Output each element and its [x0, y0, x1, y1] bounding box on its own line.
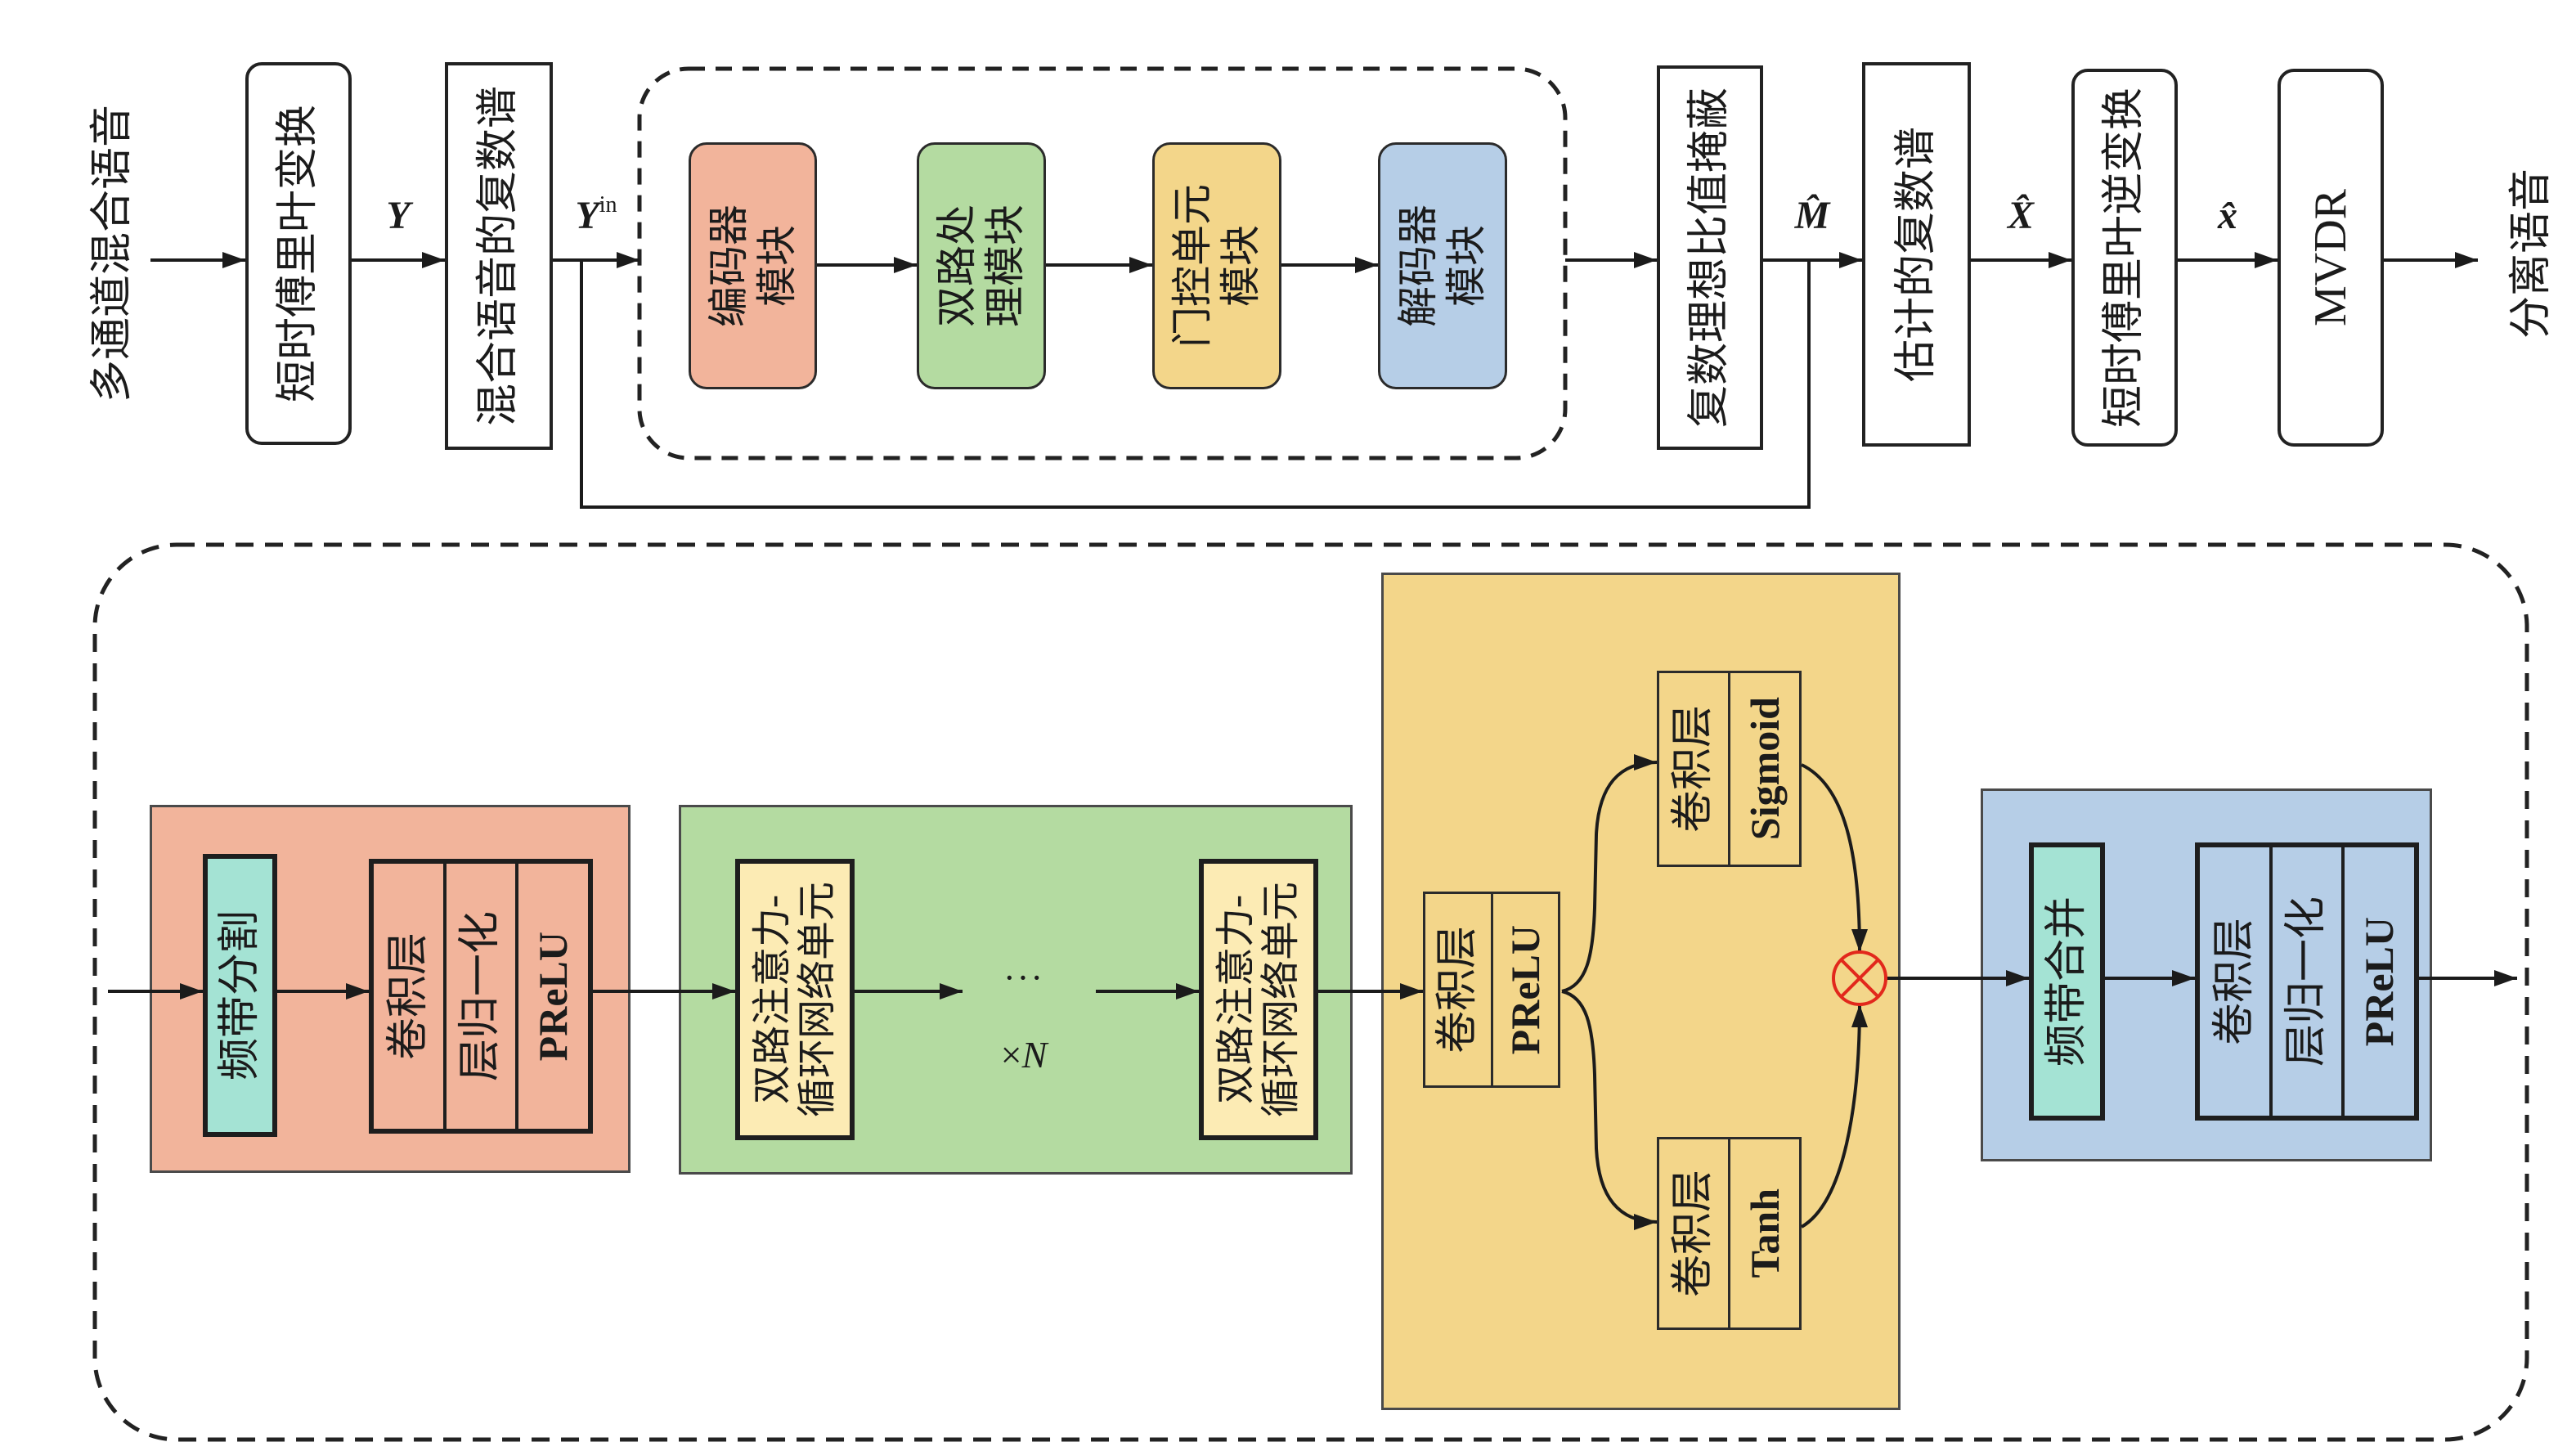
decoder-module-box: 解码器 模块	[1378, 142, 1507, 389]
encoder-module-box: 编码器 模块	[689, 142, 817, 389]
detail-dashed-frame	[92, 542, 2529, 1442]
ellipsis: ···	[1003, 958, 1044, 998]
mvdr-box: MVDR	[2278, 69, 2384, 447]
multiply-circle	[1832, 950, 1887, 1006]
curve-tanh-to-multiply	[1800, 1004, 1868, 1229]
y-in-superscript: in	[599, 192, 617, 218]
brace-upper-branch	[1561, 754, 1658, 993]
encoder-layernorm-cell: 层归一化	[442, 864, 516, 1129]
dual-path-module-box: 双路处 理模块	[917, 142, 1046, 389]
estimated-spectrum-box: 估计的复数谱	[1862, 62, 1971, 447]
repeat-count: ×N	[975, 1029, 1073, 1081]
gate-tanh-branch: 卷积层 Tanh	[1657, 1137, 1802, 1330]
istft-box: 短时傅里叶逆变换	[2071, 69, 2178, 447]
x-hat-label: X̂	[2007, 194, 2034, 237]
mask-box: 复数理想比值掩蔽	[1657, 65, 1763, 450]
dual-path-unit-last: 双路注意力- 循环网络单元	[1199, 859, 1318, 1140]
gate-input-stack: 卷积层 PReLU	[1423, 892, 1560, 1088]
gate-tanh-cell: Tanh	[1728, 1139, 1799, 1327]
repeat-n: N	[1021, 1034, 1048, 1076]
gate-module-box: 门控单元 模块	[1152, 142, 1281, 389]
band-merge-box: 频带合并	[2029, 842, 2105, 1121]
y-in-label: Yin	[547, 186, 645, 245]
mixture-spectrum-box: 混合语音的复数谱	[445, 62, 553, 450]
decoder-layer-stack: 卷积层 层归一化 PReLU	[2195, 842, 2419, 1121]
encoder-prelu-cell: PReLU	[515, 864, 588, 1129]
gate-detail-region	[1381, 573, 1901, 1410]
dual-path-unit-first: 双路注意力- 循环网络单元	[735, 859, 855, 1140]
decoder-prelu-cell: PReLU	[2341, 847, 2414, 1116]
y-in-base: Y	[575, 194, 599, 237]
encoder-layer-stack: 卷积层 层归一化 PReLU	[369, 859, 593, 1134]
m-hat-label: M̂	[1794, 194, 1830, 237]
decoder-layernorm-cell: 层归一化	[2269, 847, 2342, 1116]
top-network-dashed-frame	[637, 66, 1568, 460]
stft-box: 短时傅里叶变换	[245, 62, 352, 445]
gate-sigmoid-cell: Sigmoid	[1728, 673, 1799, 865]
band-split-box: 频带分割	[203, 854, 277, 1137]
gate-input-prelu-cell: PReLU	[1490, 894, 1559, 1085]
skip-connection-line	[580, 260, 1811, 509]
multiply-cross-b	[1839, 958, 1880, 999]
multiply-circle-icon	[1832, 950, 1887, 1006]
repeat-symbol: ×	[1000, 1034, 1022, 1076]
gate-sigmoid-branch: 卷积层 Sigmoid	[1657, 671, 1802, 867]
brace-lower-branch	[1561, 990, 1658, 1230]
curve-sigmoid-to-multiply	[1801, 763, 1868, 953]
y-label: Y	[386, 194, 411, 237]
x-hat-time-label: x̂	[2218, 194, 2237, 237]
